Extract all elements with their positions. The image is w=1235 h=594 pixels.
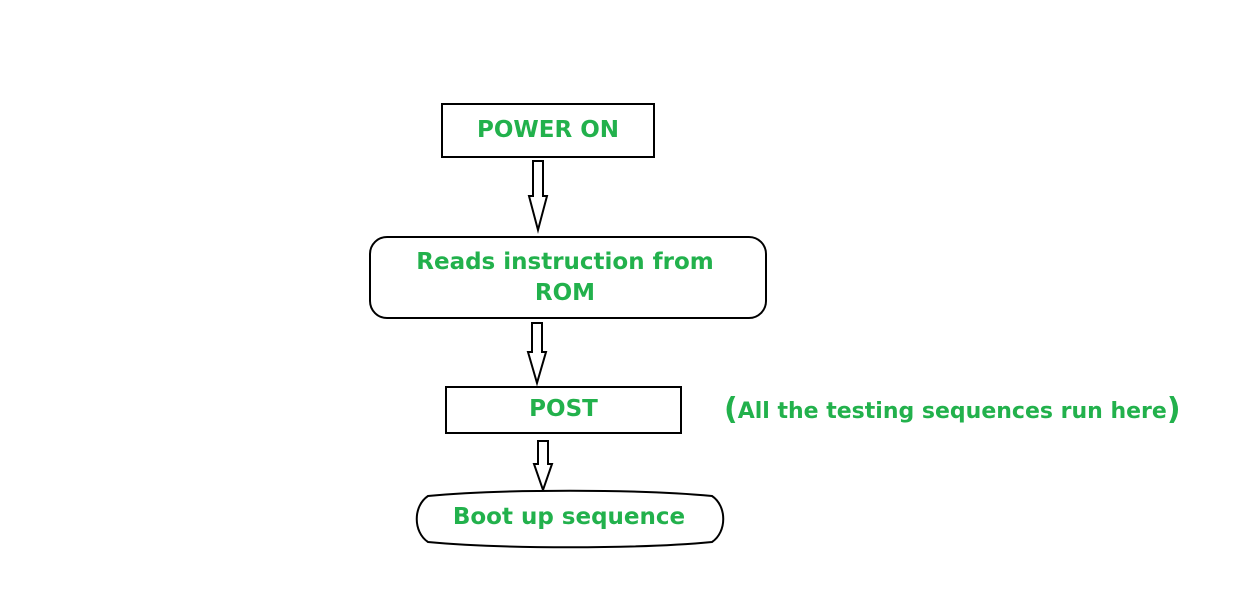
- boot-shape: [415, 489, 725, 549]
- node-boot-up-sequence-label: Boot up sequence: [452, 504, 686, 530]
- arrow-reads-to-post: [526, 322, 548, 387]
- node-post: POST: [445, 386, 682, 434]
- annotation-text: All the testing sequences run here: [737, 399, 1167, 424]
- arrow-post-to-boot: [532, 440, 554, 494]
- node-power-on-label: POWER ON: [476, 117, 619, 143]
- node-post-label: POST: [529, 395, 598, 422]
- node-boot-up-sequence: Boot up sequence: [415, 496, 723, 538]
- node-power-on: POWER ON: [441, 103, 655, 158]
- node-reads-instruction: Reads instruction from ROM: [369, 236, 767, 319]
- annotation-open-paren: (: [724, 392, 738, 427]
- post-annotation: (All the testing sequences run here): [724, 393, 1181, 429]
- arrow-power-to-reads: [527, 160, 549, 234]
- annotation-close-paren: ): [1166, 392, 1181, 427]
- node-reads-instruction-label: Reads instruction from ROM: [416, 248, 714, 306]
